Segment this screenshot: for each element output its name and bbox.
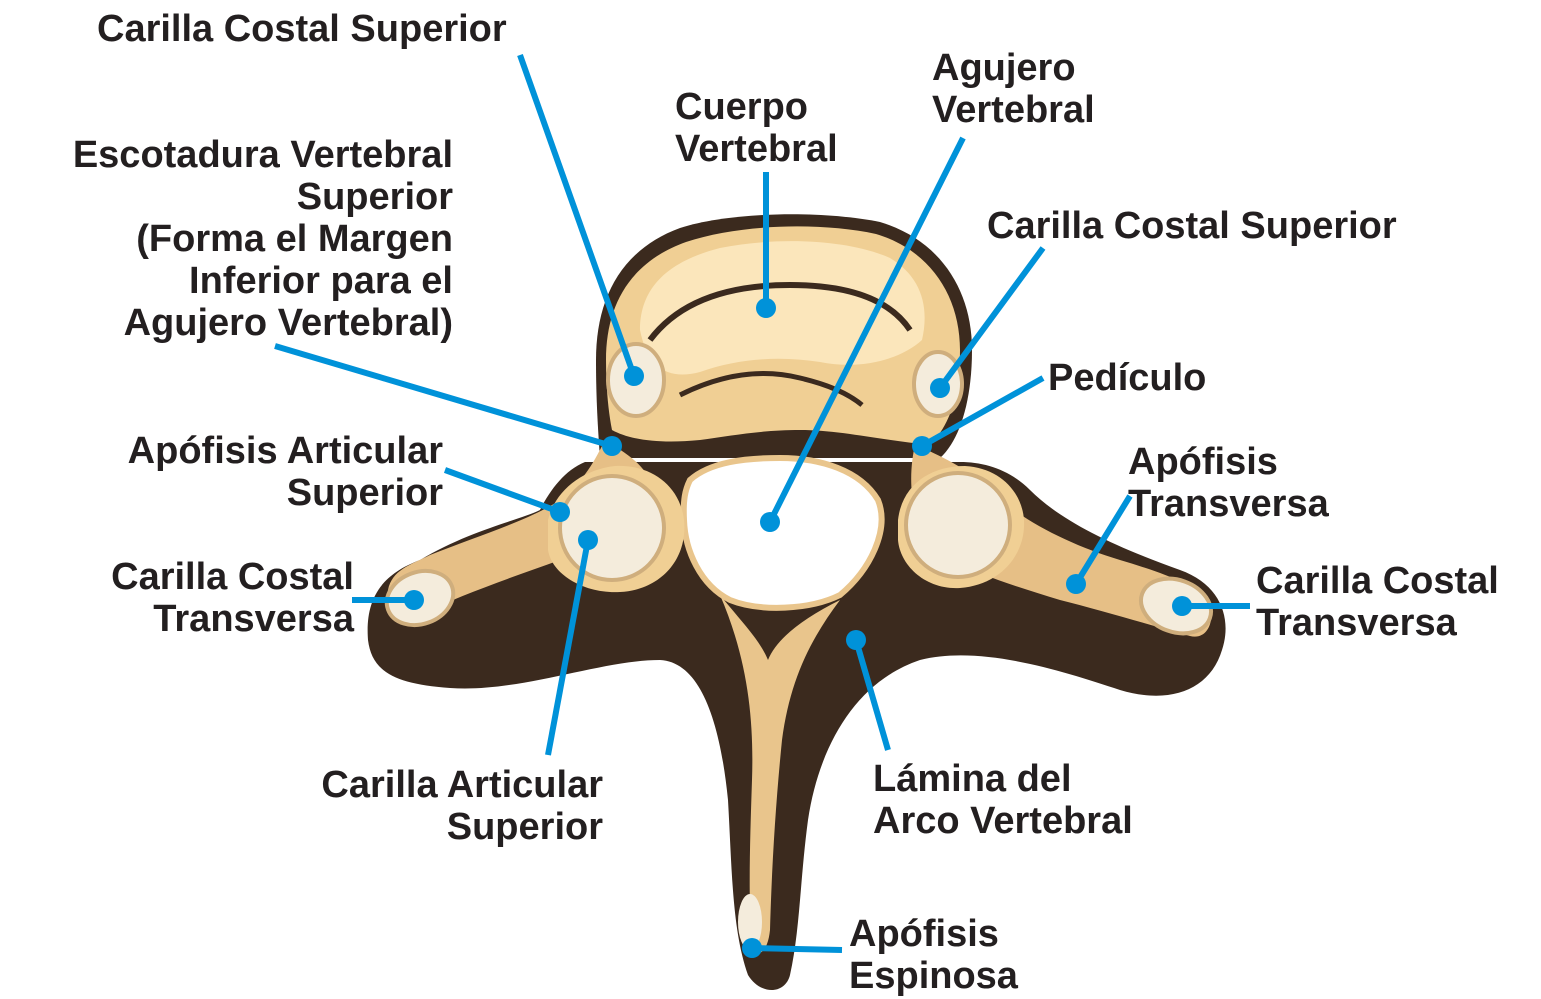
label-line: Escotadura Vertebral <box>73 134 453 176</box>
label-carilla-costal-transversa-left: Carilla Costal Transversa <box>111 556 354 640</box>
label-line: Carilla Costal Superior <box>987 205 1397 247</box>
leader-dot-apofisis-art-sup <box>550 502 570 522</box>
label-line: Carilla Costal <box>1256 560 1499 602</box>
label-apofisis-articular-superior: Apófisis Articular Superior <box>128 430 443 514</box>
label-line: Transversa <box>1256 602 1499 644</box>
leader-dot-agujero <box>760 512 780 532</box>
leader-dot-escotadura <box>602 436 622 456</box>
label-line: Cuerpo <box>675 86 838 128</box>
label-apofisis-transversa: Apófisis Transversa <box>1128 441 1329 525</box>
label-carilla-articular-superior: Carilla Articular Superior <box>321 764 603 848</box>
label-line: Agujero <box>932 47 1095 89</box>
label-lamina-arco-vertebral: Lámina del Arco Vertebral <box>873 758 1133 842</box>
leader-dot-lamina <box>846 630 866 650</box>
label-line: Apófisis <box>849 913 1018 955</box>
label-line: Espinosa <box>849 955 1018 997</box>
label-line: (Forma el Margen <box>73 218 453 260</box>
label-line: Lámina del <box>873 758 1133 800</box>
left-superior-articular-facet <box>560 476 664 580</box>
label-line: Vertebral <box>675 128 838 170</box>
label-apofisis-espinosa: Apófisis Espinosa <box>849 913 1018 997</box>
label-carilla-costal-superior-right: Carilla Costal Superior <box>987 205 1397 247</box>
leader-espinosa <box>752 948 842 950</box>
leader-dot-espinosa <box>742 938 762 958</box>
label-carilla-costal-transversa-right: Carilla Costal Transversa <box>1256 560 1499 644</box>
label-agujero-vertebral: Agujero Vertebral <box>932 47 1095 131</box>
label-line: Arco Vertebral <box>873 800 1133 842</box>
leader-dot-costal-trans-right <box>1172 596 1192 616</box>
leader-dot-cuerpo <box>756 298 776 318</box>
label-line: Transversa <box>1128 483 1329 525</box>
label-line: Inferior para el <box>73 260 453 302</box>
label-pediculo: Pedículo <box>1048 357 1206 399</box>
label-line: Carilla Costal Superior <box>97 8 507 50</box>
leader-dot-costal-sup-right <box>930 378 950 398</box>
label-line: Superior <box>128 472 443 514</box>
label-line: Transversa <box>111 598 354 640</box>
label-escotadura-vertebral: Escotadura Vertebral Superior (Forma el … <box>73 134 453 344</box>
label-line: Apófisis <box>1128 441 1329 483</box>
label-line: Pedículo <box>1048 357 1206 399</box>
label-line: Superior <box>321 806 603 848</box>
label-line: Superior <box>73 176 453 218</box>
leader-dot-pediculo <box>912 436 932 456</box>
leader-dot-carilla-art-sup <box>578 530 598 550</box>
leader-costal-sup-left <box>520 55 634 376</box>
leader-dot-apofisis-trans <box>1066 574 1086 594</box>
leader-apofisis-art-sup <box>445 470 560 512</box>
label-line: Carilla Costal <box>111 556 354 598</box>
label-carilla-costal-superior-left: Carilla Costal Superior <box>97 8 507 50</box>
label-line: Agujero Vertebral) <box>73 302 453 344</box>
leader-dot-costal-sup-left <box>624 366 644 386</box>
label-line: Apófisis Articular <box>128 430 443 472</box>
right-superior-articular-facet <box>906 473 1010 577</box>
vertebral-foramen <box>684 458 882 608</box>
label-line: Carilla Articular <box>321 764 603 806</box>
label-cuerpo-vertebral: Cuerpo Vertebral <box>675 86 838 170</box>
leader-dot-costal-trans-left <box>404 590 424 610</box>
label-line: Vertebral <box>932 89 1095 131</box>
